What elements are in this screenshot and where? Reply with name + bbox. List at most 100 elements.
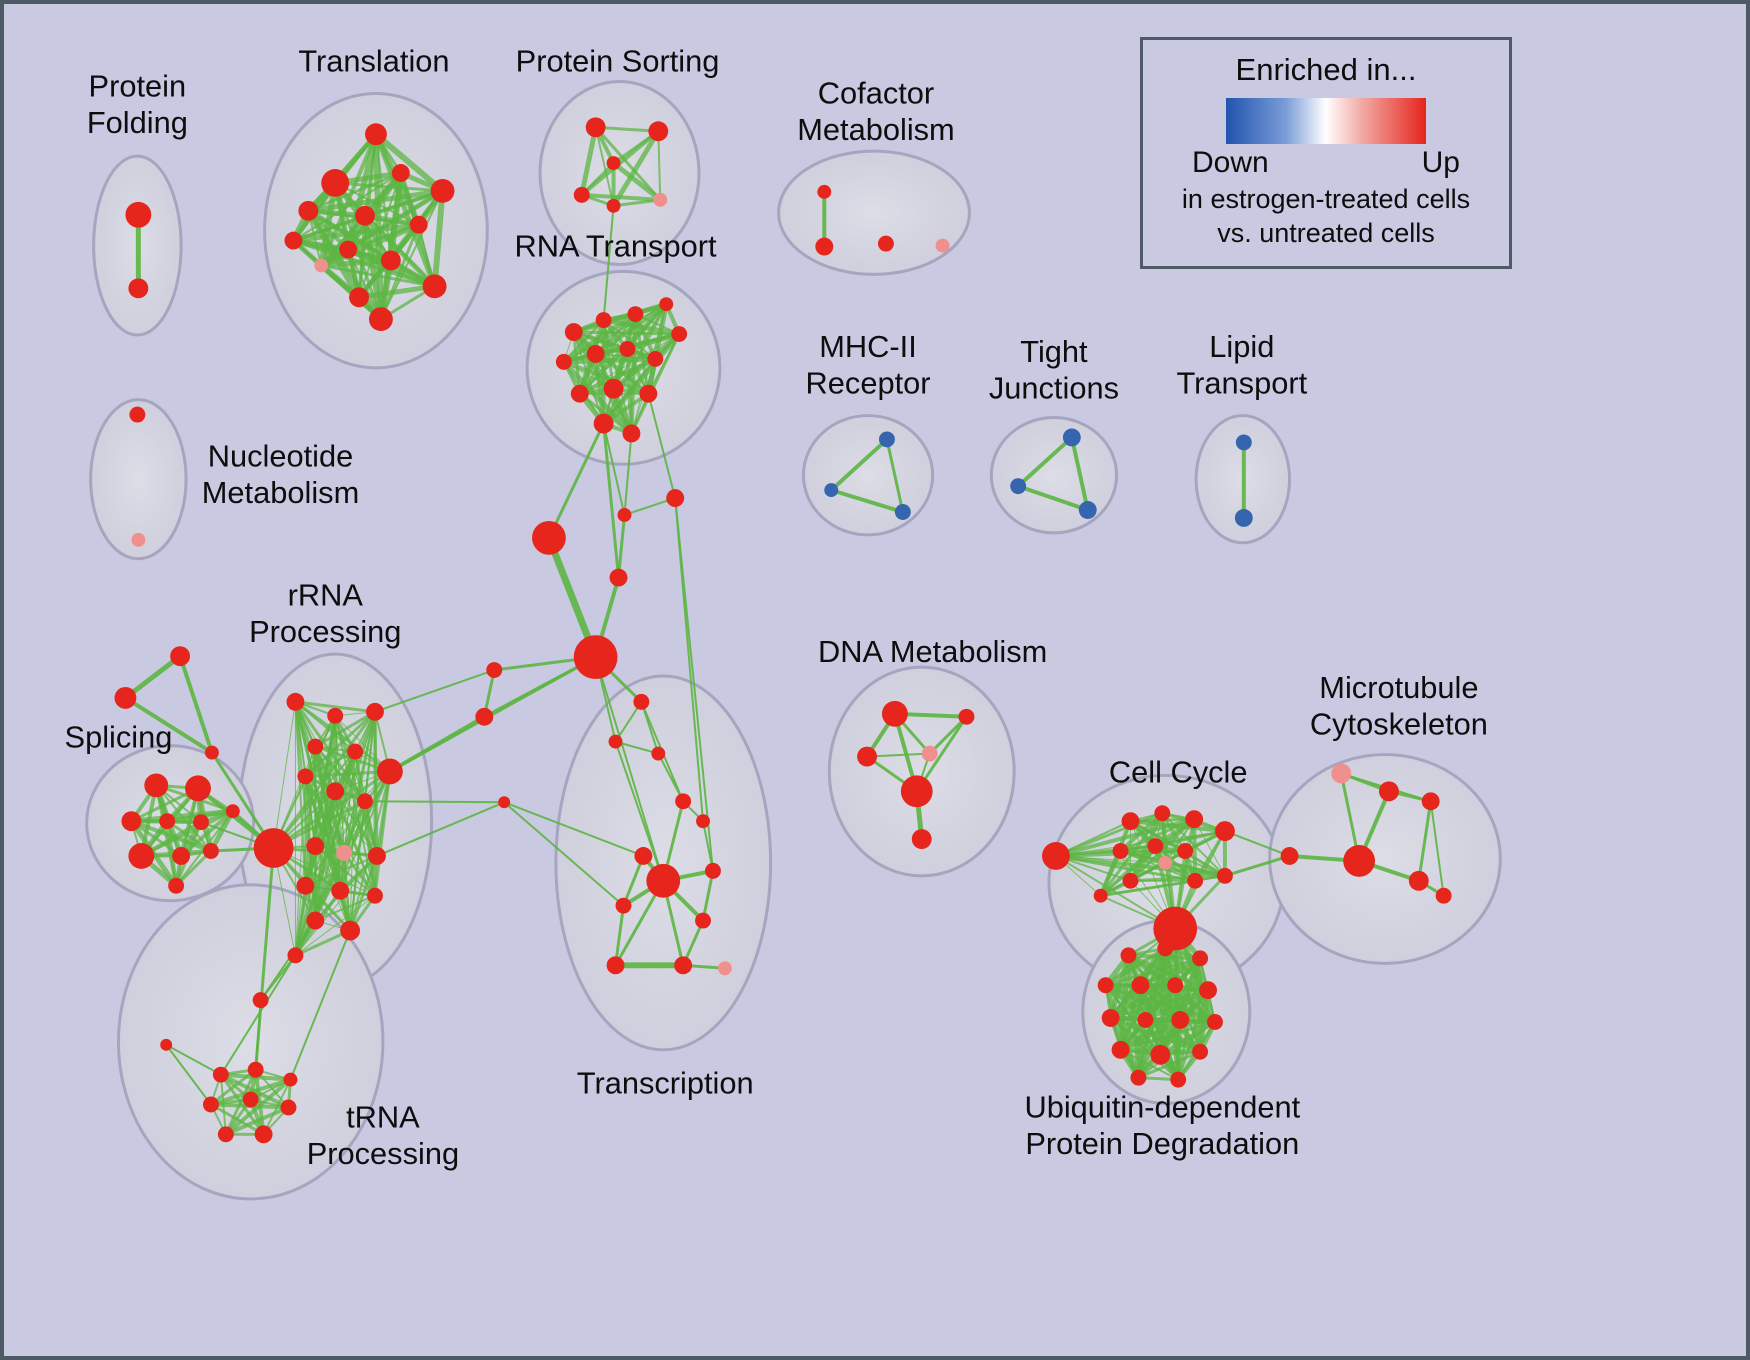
node-tj2 xyxy=(1010,478,1027,495)
node-mh1 xyxy=(878,431,895,448)
node-rt9 xyxy=(647,350,664,367)
cluster-cofactor-metabolism xyxy=(777,149,971,276)
edge-rr4-rr18 xyxy=(313,745,352,933)
node-dm4 xyxy=(921,745,938,762)
node-cn5 xyxy=(666,489,685,508)
node-cf3 xyxy=(877,235,894,252)
node-lt2 xyxy=(1234,509,1253,527)
node-sx2 xyxy=(114,686,137,709)
node-rt2 xyxy=(595,312,612,329)
edge-tl3-tl13 xyxy=(358,172,402,299)
node-rr5 xyxy=(347,743,364,760)
node-cn7 xyxy=(475,707,494,726)
node-tj1 xyxy=(1062,428,1081,447)
edge-rt6-rt14 xyxy=(561,359,634,436)
node-tn8 xyxy=(280,1099,297,1116)
node-rr11 xyxy=(306,837,325,855)
node-spl5 xyxy=(193,814,209,831)
edge-cc12-cc13 xyxy=(1099,874,1226,897)
edge-spl9-spl10 xyxy=(174,849,213,888)
node-mt3 xyxy=(1421,792,1440,811)
cluster-label-splicing: Splicing xyxy=(65,720,173,755)
node-cc2 xyxy=(1121,812,1140,831)
node-tj3 xyxy=(1078,501,1097,519)
node-ps1 xyxy=(585,117,606,138)
node-rr10 xyxy=(253,828,294,868)
node-dm2 xyxy=(958,708,975,725)
node-tn1 xyxy=(252,992,269,1009)
edge-rr7-rr13 xyxy=(304,775,378,857)
edge-ps2-ps5 xyxy=(611,128,661,209)
node-mt1 xyxy=(1331,763,1352,784)
edge-tl10-tl11 xyxy=(318,257,394,268)
edge-spl4-spl9 xyxy=(165,819,213,853)
cluster-label-translation: Translation xyxy=(298,44,449,79)
edge-ub7-ub8 xyxy=(1109,988,1210,1020)
edge-ub11-ub12 xyxy=(1119,1020,1217,1052)
edge-ps5-ps6 xyxy=(612,198,662,208)
edge-rr13-rr19 xyxy=(294,855,378,956)
node-tl5 xyxy=(298,200,319,221)
edge-rr3-rr4 xyxy=(313,710,377,749)
node-rt3 xyxy=(627,306,644,323)
cluster-label-protein-sorting: Protein Sorting xyxy=(516,44,720,79)
edge-rr6-rr16 xyxy=(373,769,392,898)
node-spl3 xyxy=(121,811,142,832)
node-pf1 xyxy=(125,201,152,228)
node-tl9 xyxy=(339,240,358,259)
node-cc9 xyxy=(1158,855,1173,870)
node-cf4 xyxy=(935,238,950,253)
node-ub14 xyxy=(1192,1043,1209,1060)
node-ub3 xyxy=(1192,950,1209,967)
edge-mt3-mt7 xyxy=(1429,800,1445,897)
node-layer xyxy=(114,117,1452,1144)
edge-rt4-rt7 xyxy=(593,301,669,357)
edge-ub3-ub5 xyxy=(1138,956,1203,988)
node-ps5 xyxy=(606,198,621,213)
edge-sx2-sx3 xyxy=(123,695,214,755)
edge-cn4-cn3 xyxy=(617,513,626,580)
node-tc8 xyxy=(705,862,721,879)
node-pf2 xyxy=(128,278,149,299)
edge-rr14-rr19 xyxy=(294,884,307,957)
edge-spl6-spl8 xyxy=(179,809,235,858)
node-cn4 xyxy=(617,508,632,522)
node-tl12 xyxy=(422,274,447,299)
edge-tn4-tn6 xyxy=(209,1068,258,1106)
node-cc8 xyxy=(1177,843,1194,859)
edge-ps3-ps6 xyxy=(611,160,663,203)
edge-ps1-ps4 xyxy=(579,124,599,198)
edge-tj1-tj2 xyxy=(1016,435,1074,489)
node-tn9 xyxy=(217,1126,234,1143)
edge-mh1-mh2 xyxy=(829,437,889,493)
edge-rr3-rr7 xyxy=(303,710,377,778)
edge-cn6-rr3 xyxy=(373,669,496,713)
node-cc1 xyxy=(1042,842,1070,870)
node-tc4 xyxy=(675,793,692,810)
node-cc3 xyxy=(1154,805,1171,822)
node-nm1 xyxy=(129,406,146,423)
node-tl1 xyxy=(365,123,387,146)
node-tc1 xyxy=(633,693,650,710)
legend-caption-line2: vs. untreated cells xyxy=(1217,218,1435,248)
node-tl8 xyxy=(284,231,303,250)
edge-sx1-sx2 xyxy=(122,653,183,701)
node-cn6 xyxy=(486,662,503,679)
node-cn8 xyxy=(498,796,511,809)
node-rr16 xyxy=(367,887,383,904)
node-rr14 xyxy=(296,876,315,895)
node-rr8 xyxy=(326,782,345,801)
node-rt8 xyxy=(619,341,636,357)
node-tc5 xyxy=(696,814,710,829)
node-nm2 xyxy=(131,532,146,547)
edge-rt3-rt6 xyxy=(561,311,638,365)
node-ub10 xyxy=(1171,1011,1190,1029)
edge-rr13-rr14 xyxy=(304,854,378,887)
node-tn4 xyxy=(247,1061,264,1078)
node-rr7 xyxy=(297,768,314,785)
edge-rr18-tn5 xyxy=(289,929,352,1081)
edge-ps2-ps6 xyxy=(657,130,662,201)
node-ps6 xyxy=(653,192,668,207)
edge-cc6-cc13 xyxy=(1098,849,1123,898)
